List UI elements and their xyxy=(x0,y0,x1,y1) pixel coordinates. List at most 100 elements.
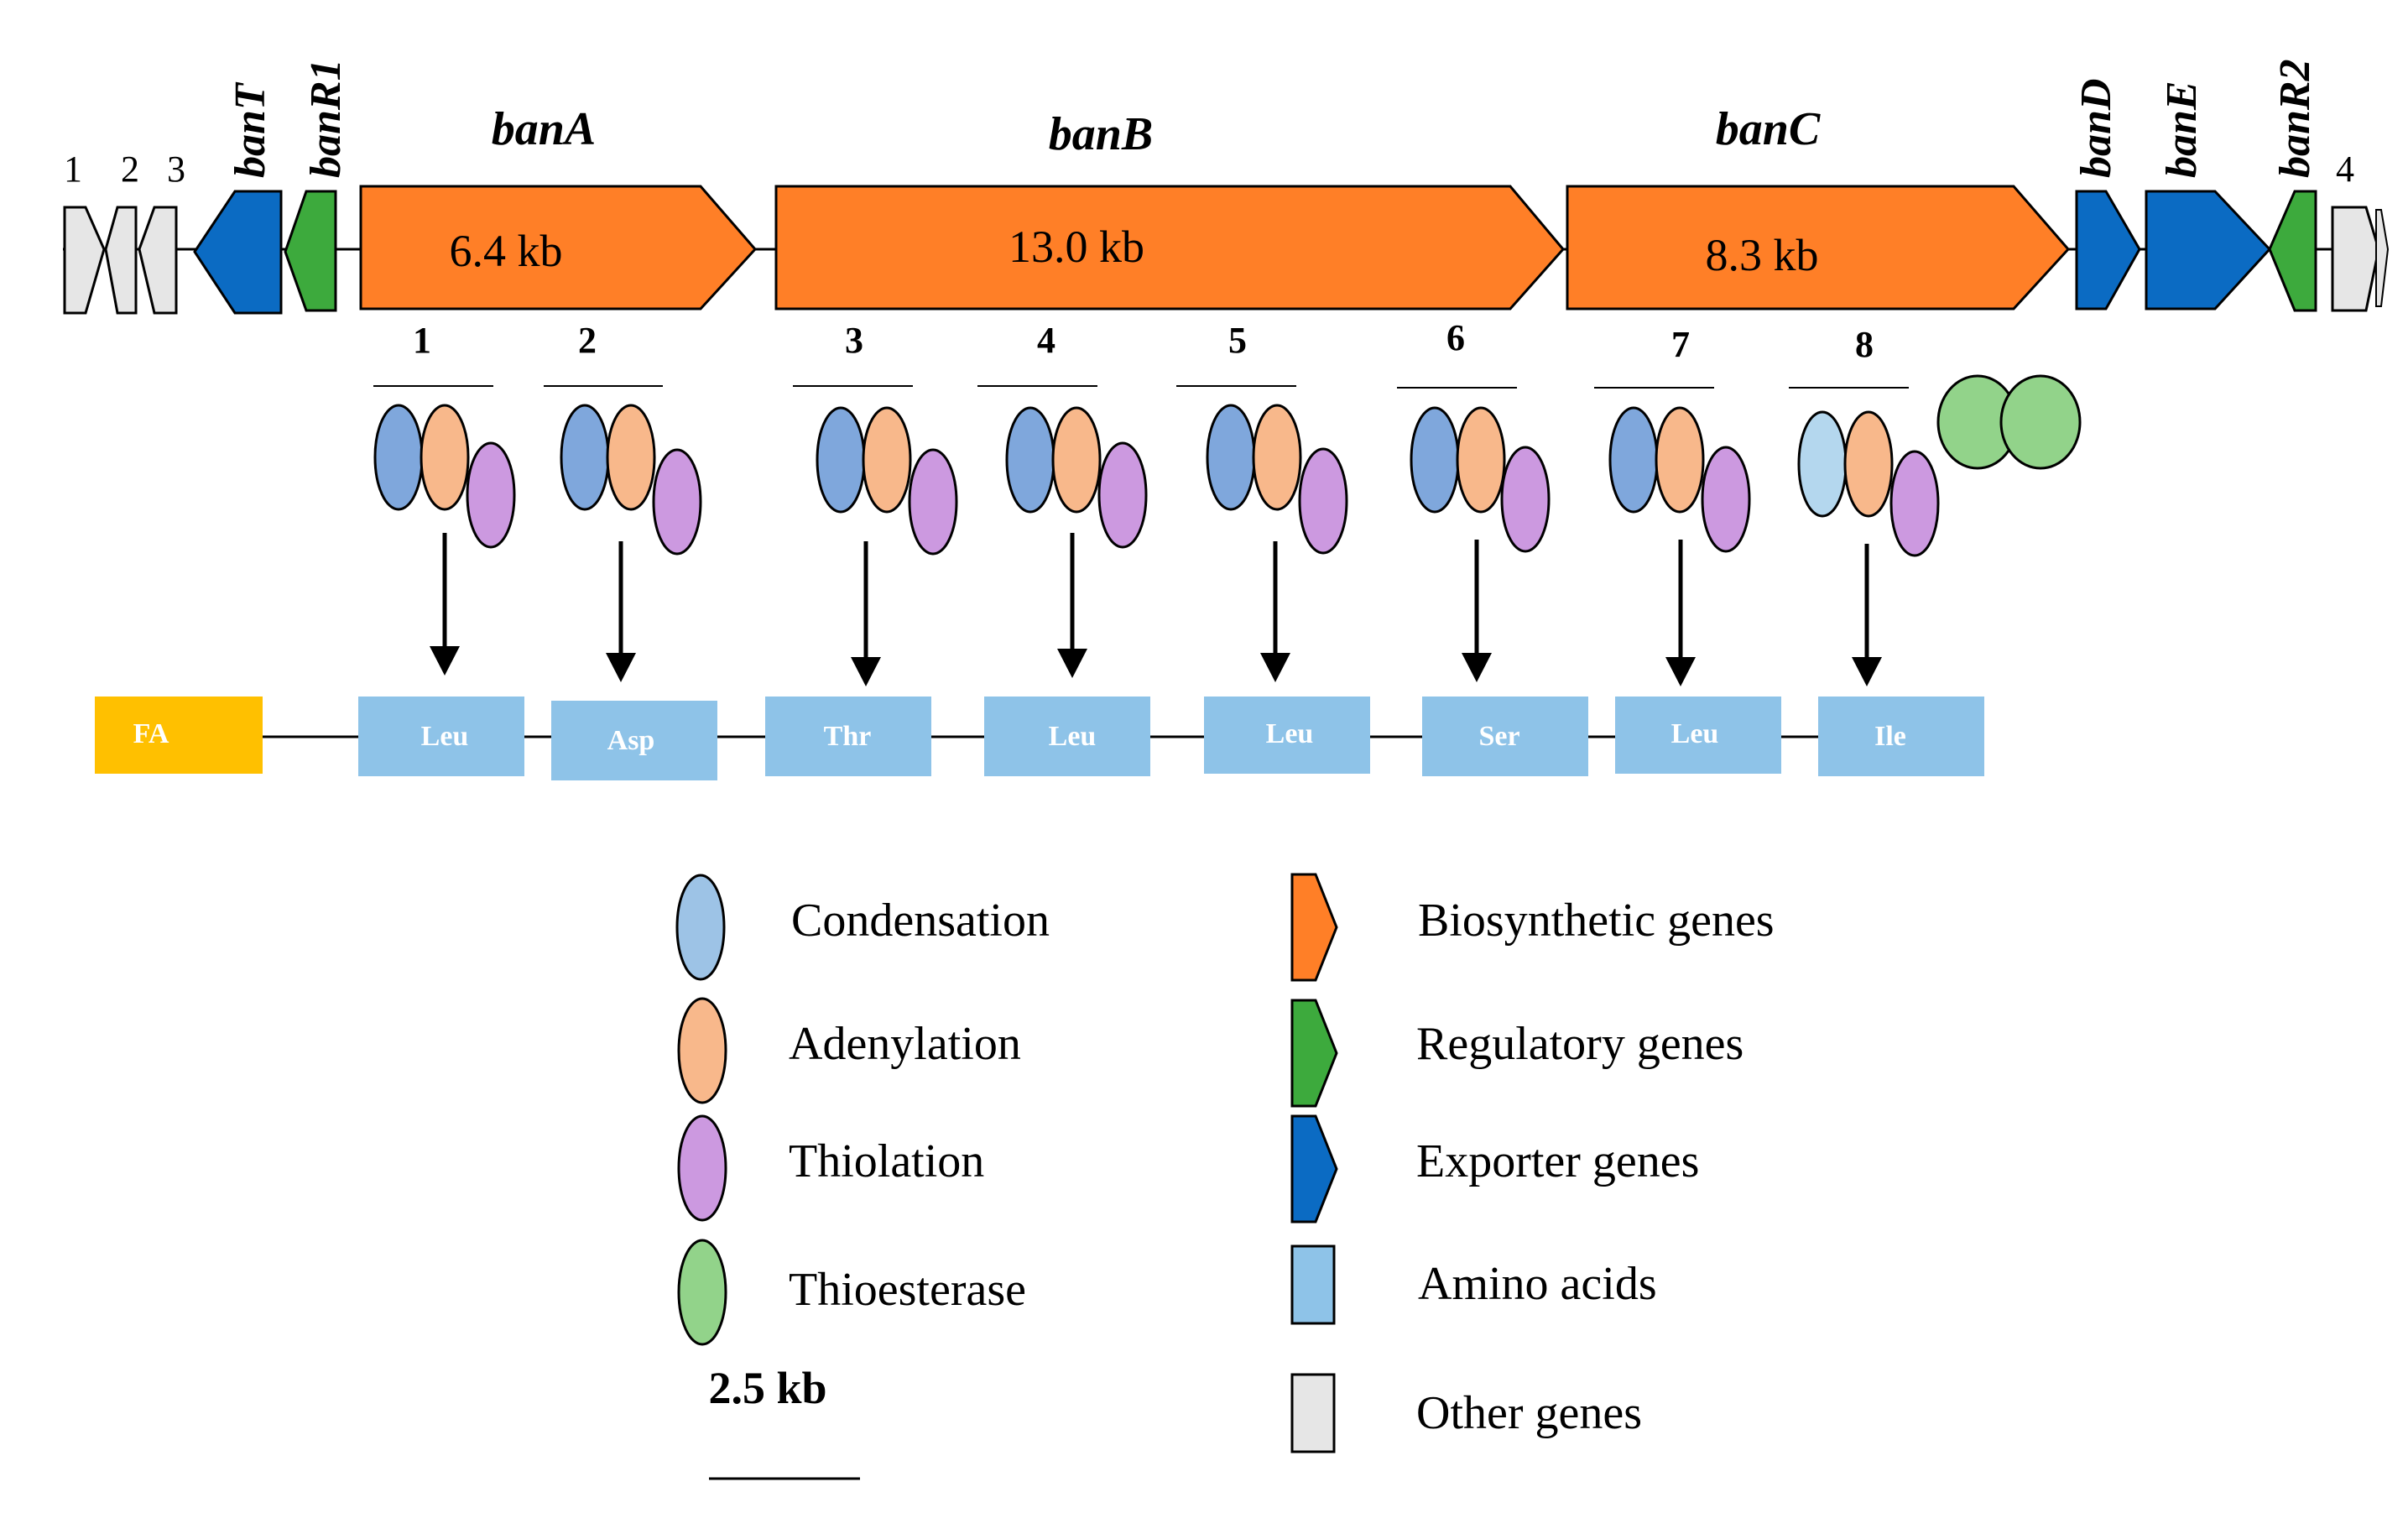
banD-gene-arrow xyxy=(2075,190,2141,310)
module-3: 3 xyxy=(793,320,958,686)
adenylation-domain xyxy=(420,404,470,511)
condensation-domain xyxy=(1005,406,1055,514)
banC-size: 8.3 kb xyxy=(1706,230,1819,280)
adenylation-domain xyxy=(1252,404,1302,511)
adenylation-domain xyxy=(1655,406,1705,514)
condensation-domain xyxy=(1608,406,1659,514)
other-gene-1-label: 1 xyxy=(64,149,82,190)
amino-acid-box xyxy=(765,697,931,776)
module-arrowhead xyxy=(1665,657,1696,686)
module-arrowhead xyxy=(430,646,460,676)
condensation-domain xyxy=(373,404,424,511)
gene-cluster: 1 2 3 4 banT banR1 banD banE banR2 banA … xyxy=(63,59,2390,315)
amino-acid-box xyxy=(984,697,1150,776)
amino-acid-label: Asp xyxy=(607,725,655,756)
module-number: 6 xyxy=(1446,317,1465,358)
module-5: 5 xyxy=(1176,320,1348,682)
amino-acid-box xyxy=(551,701,717,780)
adenylation-domain xyxy=(606,404,656,511)
legend-other-genes-label: Other genes xyxy=(1416,1387,1642,1439)
amino-acid-label: Leu xyxy=(1671,718,1719,749)
amino-acid-label: Leu xyxy=(1266,718,1314,749)
module-number: 8 xyxy=(1855,324,1874,365)
other-gene-1-arrow xyxy=(63,206,106,315)
module-7: 7 xyxy=(1594,324,1751,686)
legend-regulatory-label: Regulatory genes xyxy=(1416,1018,1743,1070)
module-number: 7 xyxy=(1671,324,1690,365)
other-gene-3-label: 3 xyxy=(167,149,185,190)
amino-acid-label: Leu xyxy=(421,721,469,752)
legend-exporter-swatch xyxy=(1290,1114,1338,1224)
module-arrowhead xyxy=(1057,649,1087,678)
banT-gene-arrow xyxy=(193,190,283,315)
legend-thiolation-label: Thiolation xyxy=(789,1135,984,1187)
module-4: 4 xyxy=(977,320,1148,678)
other-gene-3-arrow xyxy=(138,206,178,315)
module-number: 3 xyxy=(845,320,863,361)
module-6: 6 xyxy=(1397,317,1551,682)
module-8: 8 xyxy=(1789,324,2082,686)
banD-label: banD xyxy=(2072,79,2120,178)
legend-thioesterase-label: Thioesterase xyxy=(789,1264,1026,1316)
thiolation-domain xyxy=(652,448,702,556)
banE-label: banE xyxy=(2158,81,2206,178)
module-arrowhead xyxy=(606,653,636,682)
thiolation-domain xyxy=(466,441,516,549)
module-arrowhead xyxy=(1462,653,1492,682)
condensation-domain xyxy=(816,406,866,514)
legend-condensation-swatch xyxy=(675,874,726,981)
other-gene-2-arrow xyxy=(104,206,138,315)
other-gene-4-arrow xyxy=(2331,206,2380,312)
thiolation-domain xyxy=(1701,446,1751,553)
banA-gene-arrow xyxy=(359,185,758,310)
fatty-acid-box xyxy=(95,697,263,774)
adenylation-domain xyxy=(1843,410,1894,518)
module-number: 2 xyxy=(578,320,597,361)
module-number: 1 xyxy=(413,320,431,361)
amino-acid-box xyxy=(1818,697,1984,776)
thiolation-domain xyxy=(1889,450,1940,557)
banB-label: banB xyxy=(1049,108,1154,160)
banR1-gene-arrow xyxy=(284,190,337,312)
legend-adenylation-swatch xyxy=(677,997,727,1104)
condensation-domain xyxy=(1410,406,1460,514)
banA-size: 6.4 kb xyxy=(450,226,563,276)
banR1-label: banR1 xyxy=(302,59,350,178)
banR2-label: banR2 xyxy=(2271,59,2319,178)
thioesterase-domain-2 xyxy=(1999,374,2082,470)
legend: Condensation Adenylation Thiolation Thio… xyxy=(675,873,1775,1480)
legend-condensation-label: Condensation xyxy=(791,895,1050,947)
adenylation-domain xyxy=(1051,406,1102,514)
module-arrowhead xyxy=(851,657,881,686)
other-gene-4-label: 4 xyxy=(2336,149,2354,190)
modules: 1 2 3 4 xyxy=(373,317,2082,686)
banE-gene-arrow xyxy=(2145,190,2272,310)
module-number: 4 xyxy=(1037,320,1055,361)
amino-acid-label: Thr xyxy=(824,721,872,752)
banA-label: banA xyxy=(492,103,597,155)
legend-biosynthetic-swatch xyxy=(1290,873,1338,982)
module-arrowhead xyxy=(1852,657,1882,686)
legend-adenylation-label: Adenylation xyxy=(789,1018,1021,1070)
module-number: 5 xyxy=(1228,320,1247,361)
other-gene-2-label: 2 xyxy=(121,149,139,190)
adenylation-domain xyxy=(862,406,912,514)
amino-acid-box xyxy=(1204,697,1370,774)
banC-gene-arrow xyxy=(1566,185,2071,310)
amino-acid-label: Ile xyxy=(1874,721,1906,752)
peptide-chain: FA Leu Asp Thr Leu Leu Ser Leu Ile xyxy=(95,697,1984,780)
thiolation-domain xyxy=(1500,446,1551,553)
banC-label: banC xyxy=(1716,103,1821,155)
module-2: 2 xyxy=(544,320,702,682)
amino-acid-label: Leu xyxy=(1049,721,1097,752)
legend-other-genes-swatch xyxy=(1290,1373,1336,1453)
condensation-domain xyxy=(1797,410,1848,518)
legend-regulatory-swatch xyxy=(1290,999,1338,1108)
thiolation-domain xyxy=(1097,441,1148,549)
amino-acid-label: Ser xyxy=(1478,721,1519,752)
other-gene-4b-arrow xyxy=(2375,209,2390,307)
condensation-domain xyxy=(560,404,610,511)
banB-size: 13.0 kb xyxy=(1009,222,1144,272)
condensation-domain xyxy=(1206,404,1256,511)
